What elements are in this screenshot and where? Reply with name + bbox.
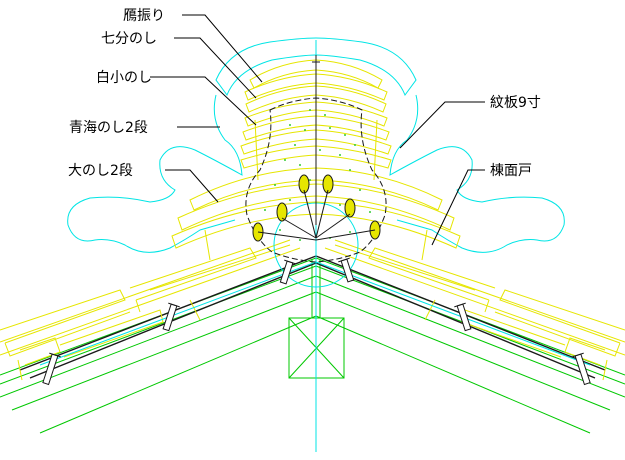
label-seikai-noshi: 青海のし2段 <box>69 120 148 136</box>
mortar-dots <box>264 109 371 241</box>
label-nanabun-noshi: 七分のし <box>101 31 157 47</box>
nail <box>338 257 355 283</box>
label-shiro-ko-noshi: 白小のし <box>96 70 152 86</box>
label-oo-noshi: 大のし2段 <box>68 163 133 179</box>
tie-wires <box>252 174 381 242</box>
monita-ornament <box>67 37 565 288</box>
nail <box>572 352 591 386</box>
nail <box>279 259 296 285</box>
label-ganburi: 鴈振り <box>123 8 165 24</box>
nail <box>42 352 61 386</box>
leader-lines <box>150 14 485 246</box>
labels: 鴈振り 七分のし 白小のし 青海のし2段 大のし2段 紋板9寸 棟面戸 <box>68 8 541 179</box>
roof-green-lines <box>0 257 625 434</box>
nails <box>42 257 591 386</box>
tie-lines <box>257 55 376 241</box>
nail <box>454 302 472 332</box>
noshi-stack <box>171 59 461 261</box>
label-munemendo: 棟面戸 <box>490 163 532 179</box>
label-monita: 紋板9寸 <box>490 95 541 111</box>
roof-tiles-left <box>0 239 301 381</box>
nail <box>162 302 180 332</box>
mortar-fill <box>245 97 387 263</box>
